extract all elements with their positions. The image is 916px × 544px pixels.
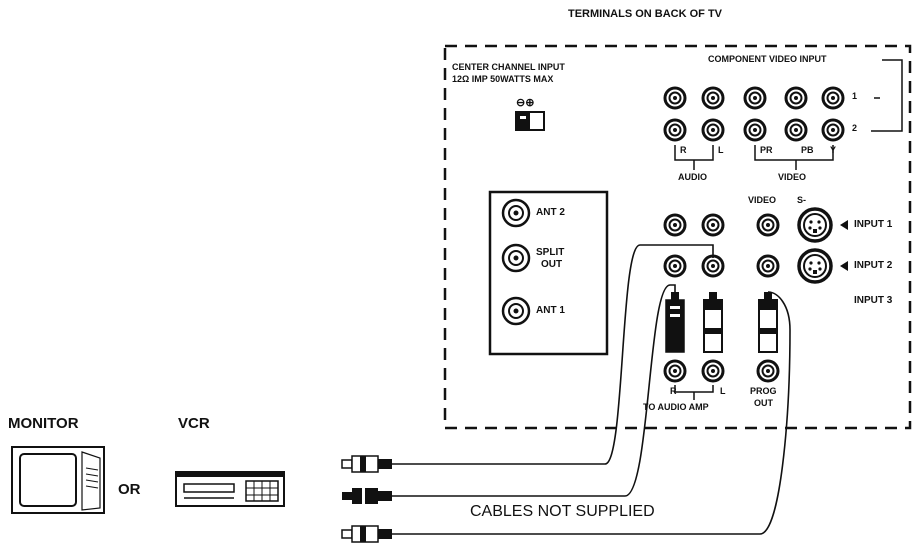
cables-note: CABLES NOT SUPPLIED: [470, 503, 655, 520]
rca-plug-icon: [341, 455, 392, 473]
input-1-label: INPUT 1: [854, 219, 893, 230]
split-label: SPLIT: [536, 247, 565, 258]
audio-label: AUDIO: [678, 172, 707, 182]
center-channel-line-2: 12Ω IMP 50WATTS MAX: [452, 74, 554, 84]
jack-label-y: Y: [830, 145, 837, 155]
rca-plug-icon: [665, 292, 685, 353]
component-row-1: 1: [852, 91, 858, 101]
jack-label-pb: PB: [801, 145, 814, 155]
component-bracket: [871, 59, 903, 132]
speaker-terminal-icon: [515, 111, 545, 131]
vcr-label: VCR: [178, 415, 210, 432]
s-video-jack-icon: [797, 207, 833, 243]
input-2-label: INPUT 2: [854, 260, 893, 271]
tv-back-panel: [443, 44, 912, 430]
jack-label-l: L: [718, 145, 724, 155]
or-label: OR: [118, 481, 141, 498]
output-r-label: R: [670, 386, 677, 396]
jack-label-r: R: [680, 145, 687, 155]
input-3-label: INPUT 3: [854, 295, 893, 306]
s-video-jack-icon: [797, 248, 833, 284]
split-out-label: OUT: [541, 259, 563, 270]
rca-plug-icon: [703, 292, 723, 353]
video-bracket: [754, 145, 834, 161]
input-video-label: VIDEO: [748, 195, 777, 205]
to-audio-amp-label: TO AUDIO AMP: [643, 402, 709, 412]
ant1-label: ANT 1: [536, 305, 565, 316]
cable-black: [392, 284, 676, 497]
coax-jack-icon: [501, 243, 531, 273]
video-label: VIDEO: [778, 172, 807, 182]
component-jacks-row-2: [663, 118, 845, 142]
cable-video: [392, 291, 791, 535]
input-s-label: S-: [797, 195, 806, 205]
arrow-left-icon: [840, 261, 848, 271]
monitor-label: MONITOR: [8, 415, 79, 432]
output-jacks: [663, 359, 780, 383]
output-l-label: L: [720, 386, 726, 396]
rca-plug-icon: [341, 525, 392, 543]
diagram-heading: TERMINALS ON BACK OF TV: [568, 8, 722, 20]
component-row-2: 2: [852, 123, 858, 133]
monitor-icon: [11, 446, 105, 514]
rca-plug-icon: [342, 488, 392, 504]
prog-label: PROG: [750, 386, 777, 396]
jack-label-pr: PR: [760, 145, 773, 155]
center-channel-line-1: CENTER CHANNEL INPUT: [452, 62, 565, 72]
component-title: COMPONENT VIDEO INPUT: [708, 54, 827, 64]
component-jacks-row-1: [663, 86, 845, 110]
arrow-left-icon: [840, 220, 848, 230]
ant2-label: ANT 2: [536, 207, 565, 218]
cable-white: [392, 244, 714, 465]
rca-plug-icon: [758, 292, 778, 353]
coax-jack-icon: [501, 296, 531, 326]
coax-jack-icon: [501, 198, 531, 228]
vcr-icon: [175, 471, 285, 507]
polarity-label: ⊖⊕: [516, 97, 535, 109]
prog-out-label: OUT: [754, 398, 773, 408]
audio-amp-bracket: [674, 385, 714, 393]
